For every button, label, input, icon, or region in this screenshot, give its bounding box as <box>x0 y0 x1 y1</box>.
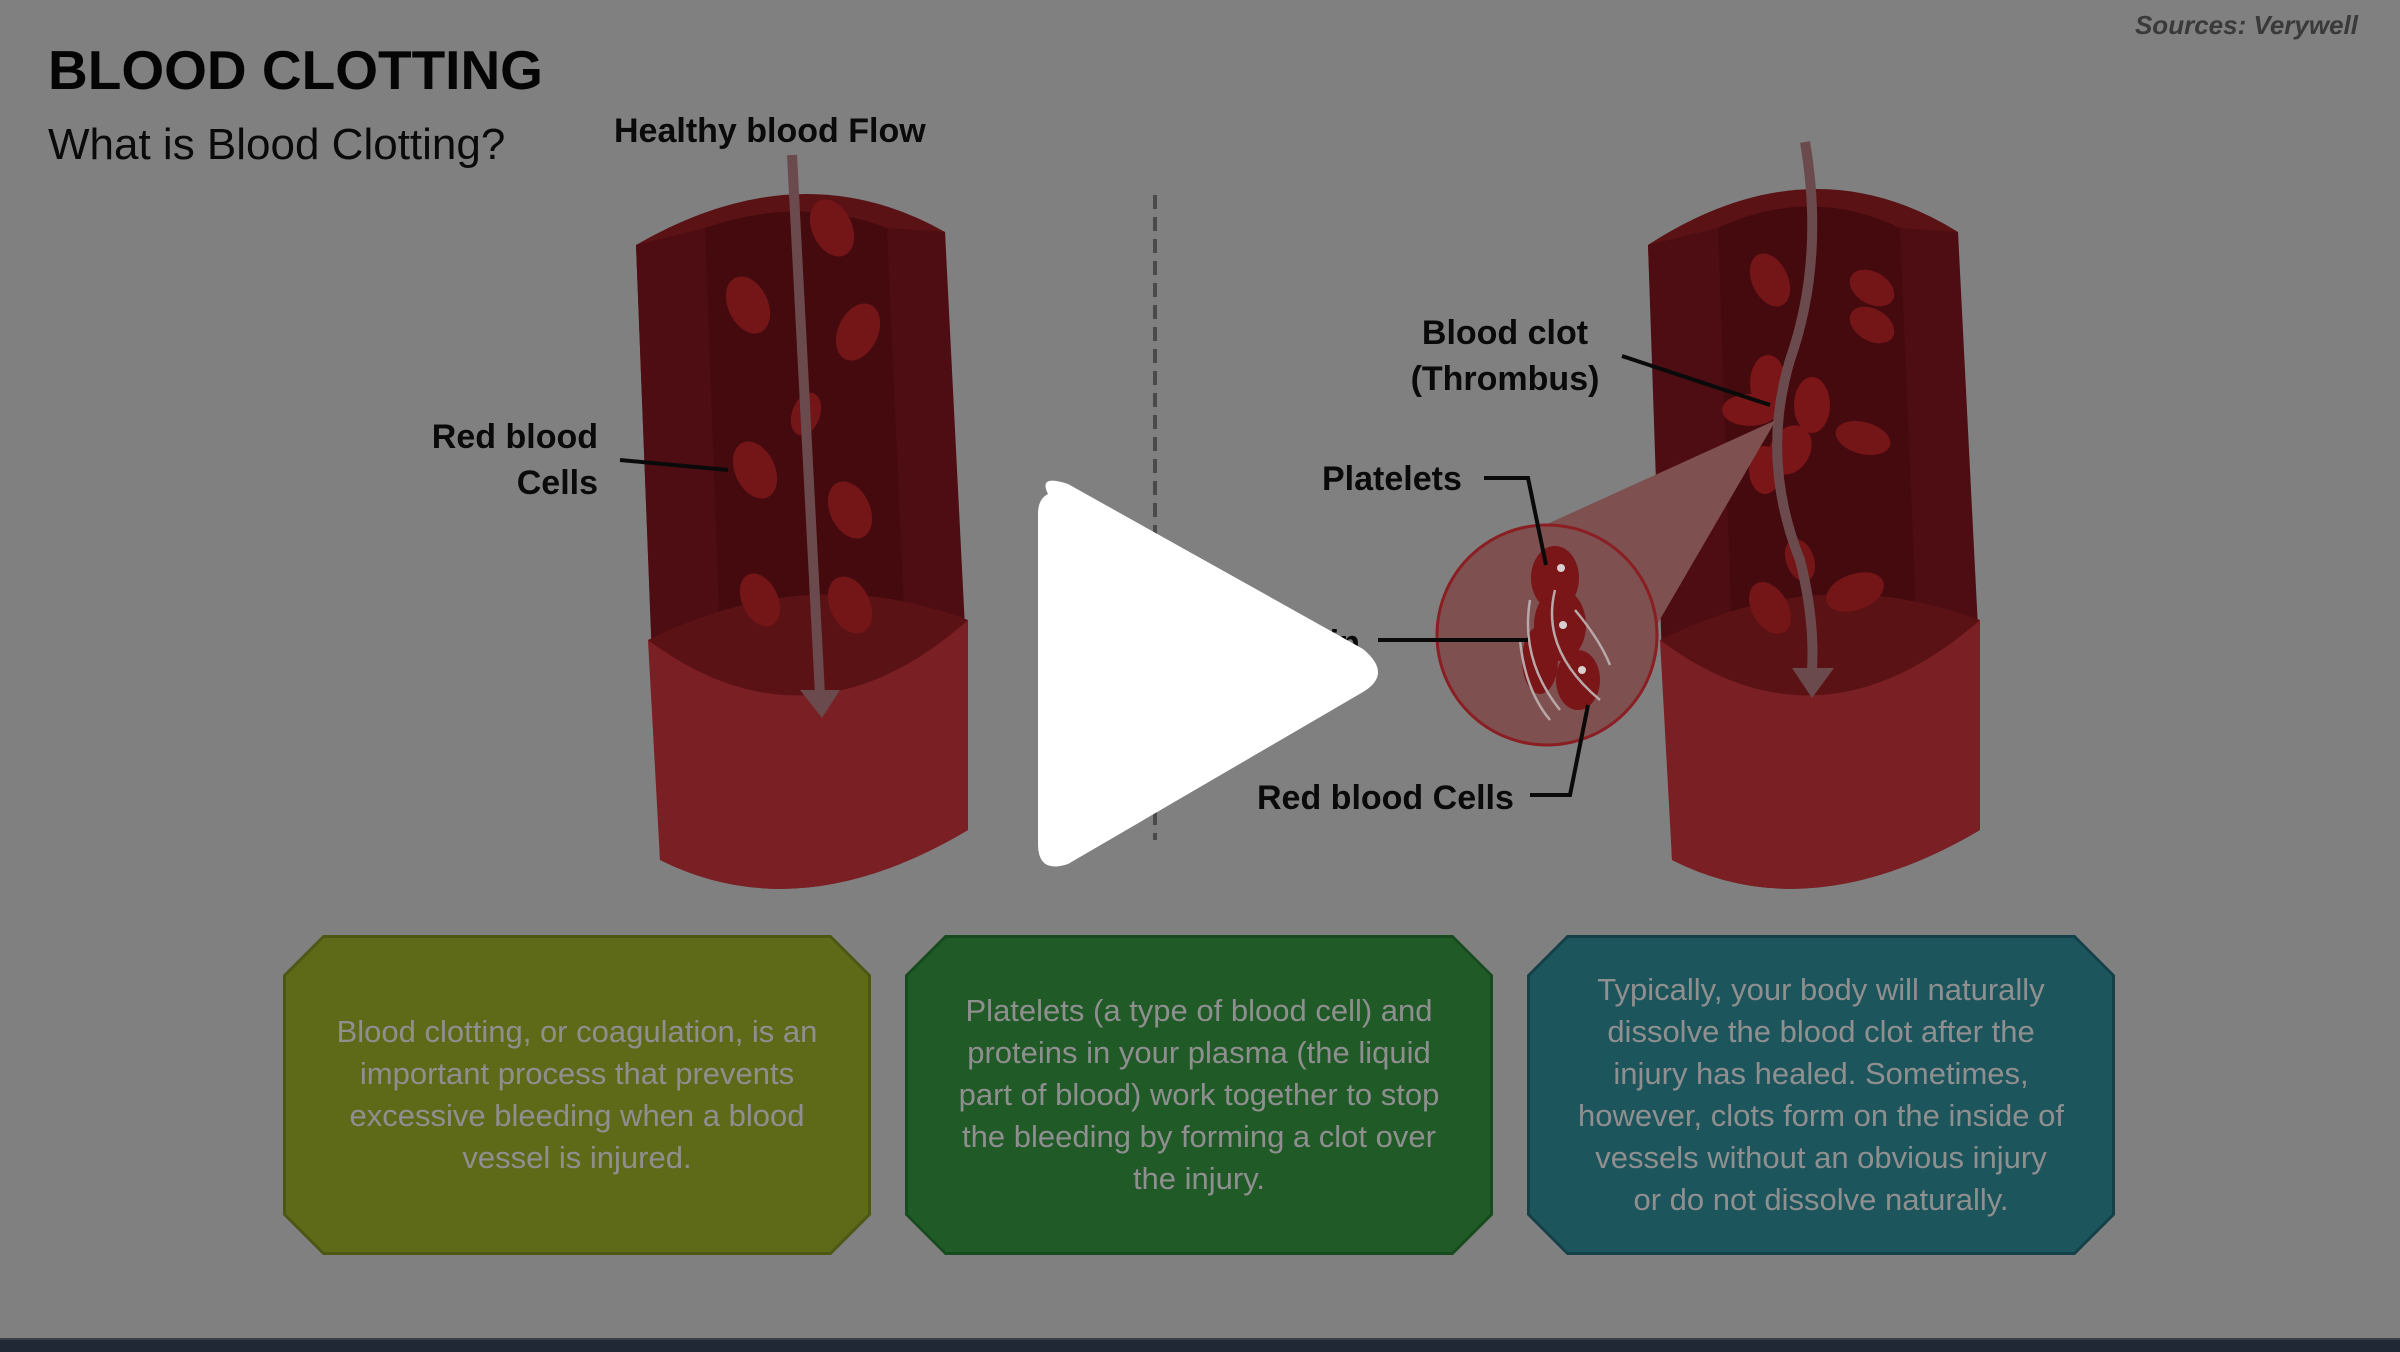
platelet-dot <box>1557 564 1565 572</box>
platelets-leader <box>1484 476 1548 566</box>
rbc <box>827 481 873 539</box>
platelet-dot <box>1578 666 1586 674</box>
flow-arrow-head <box>800 690 840 718</box>
platelet-dot <box>1559 621 1567 629</box>
info-card-coagulation: Blood clotting, or coagulation, is an im… <box>283 935 871 1255</box>
rbc <box>725 276 771 334</box>
rbc <box>1849 306 1895 344</box>
slide-title: BLOOD CLOTTING <box>48 39 543 101</box>
fibrin-strand <box>1518 639 1551 721</box>
rbc-left-leader <box>619 458 729 472</box>
rbc <box>835 303 881 361</box>
fibrin-strand <box>1574 609 1612 666</box>
info-card-body: Blood clotting, or coagulation, is an im… <box>286 938 868 1252</box>
vessel-rim <box>1660 594 1980 696</box>
rbc <box>1749 253 1791 307</box>
vessel-cut-face <box>1660 620 1980 889</box>
flow-arrow-wavy <box>1772 141 1818 671</box>
fibrin-strand <box>1550 589 1601 701</box>
blood-clot-label-line1: Blood clot <box>1421 314 1589 352</box>
blood-clot-label-line2: (Thrombus) <box>1410 360 1600 398</box>
info-card-dissolve: Typically, your body will naturally diss… <box>1527 935 2115 1255</box>
vessel-cut-face <box>648 620 968 889</box>
blood-clot-label: Blood clot (Thrombus) <box>1370 310 1640 402</box>
rbc <box>809 199 855 257</box>
rbc <box>1749 582 1791 634</box>
source-credit: Sources: Verywell <box>2134 10 2358 40</box>
rbc <box>1835 420 1891 456</box>
healthy-flow-label: Healthy blood Flow <box>614 112 926 150</box>
slide-subtitle: What is Blood Clotting? <box>48 120 506 169</box>
info-card-platelets: Platelets (a type of blood cell) and pro… <box>905 935 1493 1255</box>
fibrin-strand <box>1526 599 1561 711</box>
vessel-wall-right <box>887 228 965 628</box>
platelet <box>1522 626 1558 694</box>
flow-arrow-head <box>1792 668 1834 698</box>
info-card-body: Platelets (a type of blood cell) and pro… <box>908 938 1490 1252</box>
rbc-left-label: Red blood Cells <box>400 414 598 506</box>
play-icon[interactable] <box>1038 480 1378 867</box>
rbc <box>739 573 781 627</box>
rbc <box>732 441 778 499</box>
rbc-left-label-line1: Red blood <box>431 418 598 456</box>
flow-arrow-shaft <box>787 154 825 696</box>
magnified-clot <box>1378 420 1776 797</box>
vessel-wall-left <box>636 228 720 660</box>
clot-vessel <box>1621 141 1980 889</box>
player-control-bar <box>0 1338 2400 1352</box>
fibrin-strands <box>1518 589 1612 721</box>
rbc-right-leader <box>1530 704 1590 797</box>
vessel-wall-right <box>1900 228 1978 628</box>
clot-leader <box>1621 354 1771 407</box>
rbc <box>1826 572 1884 612</box>
healthy-vessel <box>619 154 968 889</box>
info-card-body: Typically, your body will naturally diss… <box>1530 938 2112 1252</box>
platelets-label: Platelets <box>1322 460 1462 498</box>
vessel-rim <box>648 594 968 696</box>
red-blood-cells <box>725 199 881 634</box>
rbc <box>1849 269 1895 307</box>
play-button[interactable] <box>1018 474 1383 874</box>
rbc <box>827 576 873 634</box>
clot-cell <box>1794 377 1830 433</box>
rbc-right-label: Red blood Cells <box>1257 779 1514 817</box>
platelet-dots <box>1557 564 1586 674</box>
rbc-left-label-line2: Cells <box>516 464 598 502</box>
